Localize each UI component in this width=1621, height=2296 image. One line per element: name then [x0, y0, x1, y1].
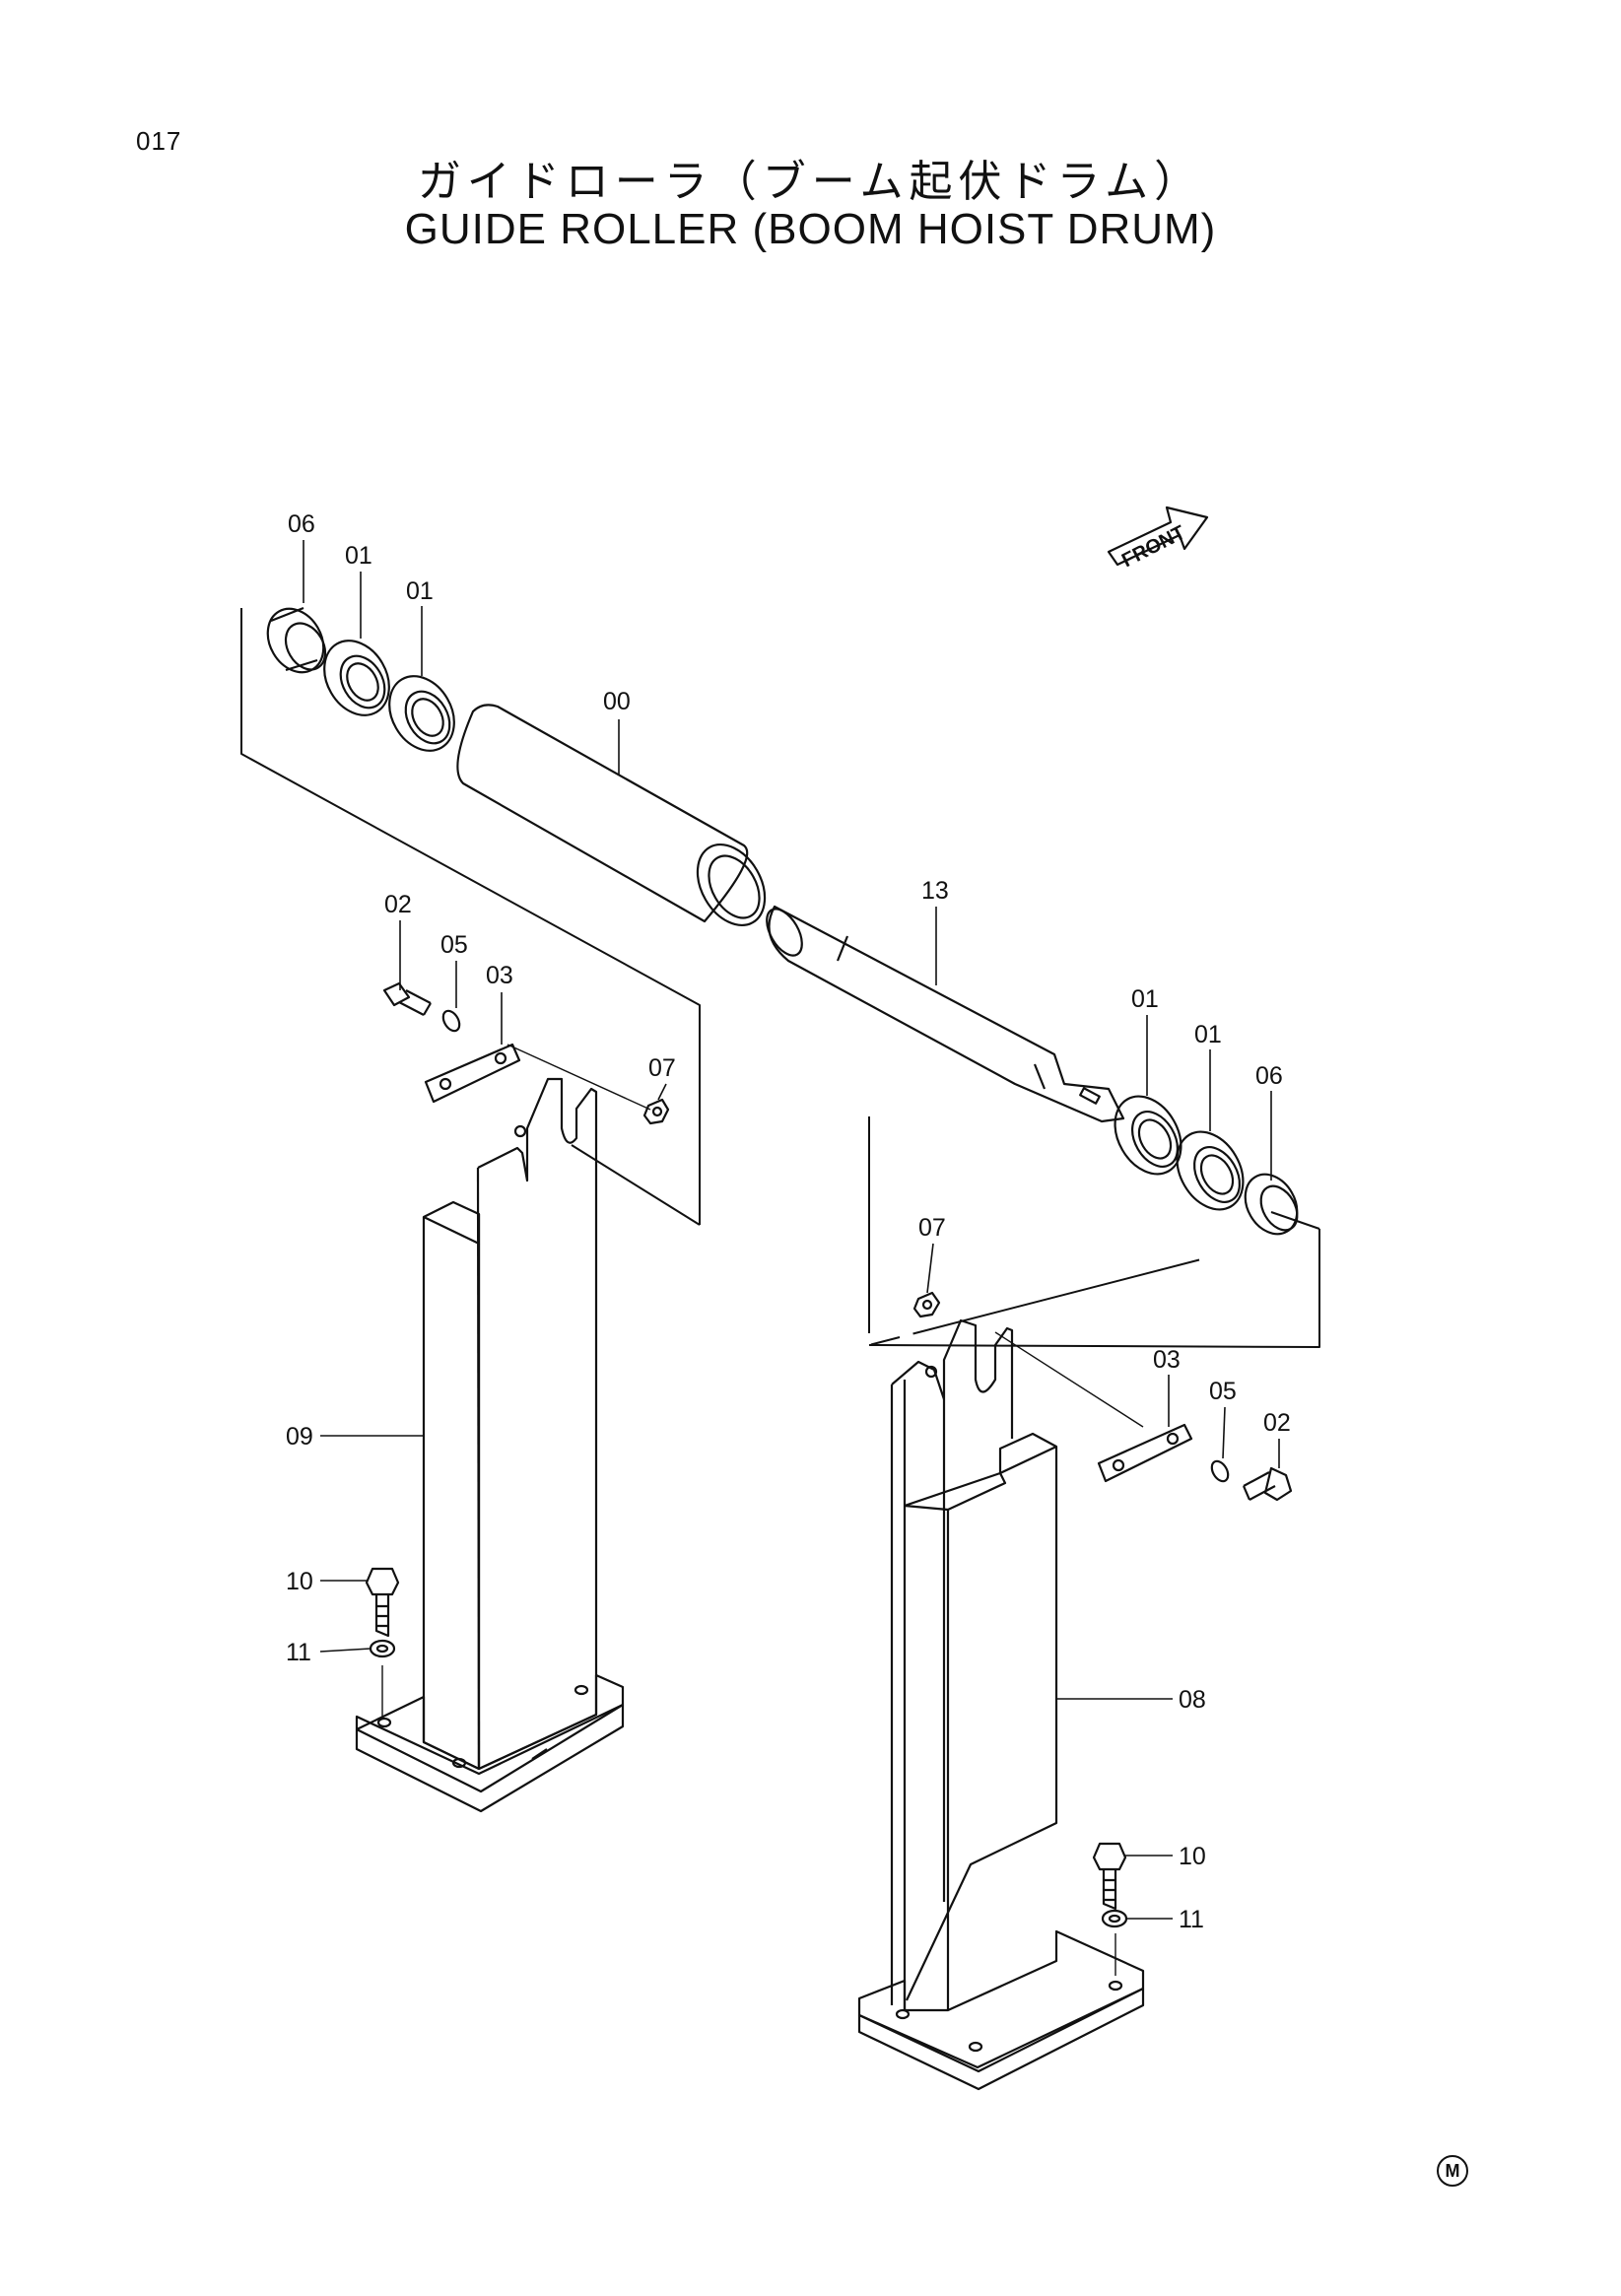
- callout-labels: 06 01 01 00 13 02 05 03 07 01 01 06 07 0…: [286, 510, 1291, 1933]
- callout-09: 09: [286, 1423, 313, 1451]
- shaft-13: [766, 905, 1125, 1123]
- callout-11-left: 11: [286, 1639, 311, 1666]
- plate-03-left: [424, 1043, 521, 1104]
- support-post-08: [857, 1318, 1145, 2091]
- callout-07-left: 07: [648, 1054, 676, 1082]
- bearing-01-lower-a: [1114, 1095, 1182, 1176]
- callout-10-left: 10: [286, 1568, 313, 1595]
- maker-mark-icon: M: [1437, 2155, 1468, 2187]
- callout-07-right: 07: [918, 1214, 946, 1242]
- spacer-06-right: [1244, 1173, 1299, 1236]
- support-post-09: [355, 1077, 625, 1813]
- bolt-10-right: [1092, 1842, 1127, 1911]
- callout-06-upper: 06: [288, 510, 315, 538]
- bearing-01-upper-b: [388, 675, 455, 752]
- bolt-02-left: [382, 981, 432, 1016]
- title-japanese: ガイドローラ（ブーム起伏ドラム）: [417, 157, 1204, 207]
- callout-01-lower-b: 01: [1194, 1021, 1222, 1048]
- title-english: GUIDE ROLLER (BOOM HOIST DRUM): [404, 205, 1217, 253]
- leader-bracket-left: [240, 608, 701, 1226]
- washer-05-right: [1210, 1459, 1230, 1483]
- callout-03-left: 03: [486, 962, 513, 989]
- front-arrow-icon: FRONT: [1107, 506, 1209, 572]
- bearing-01-upper-a: [323, 640, 390, 716]
- callout-00: 00: [603, 688, 631, 715]
- callout-10-right: 10: [1179, 1843, 1206, 1870]
- callout-08: 08: [1179, 1686, 1206, 1714]
- callout-01-upper-b: 01: [406, 577, 434, 605]
- bolt-10-left: [365, 1567, 400, 1638]
- washer-05-left: [441, 1009, 461, 1033]
- callout-03-right: 03: [1153, 1346, 1181, 1374]
- callout-06-lower: 06: [1255, 1062, 1283, 1090]
- leader-line-bolt-axis-right: [994, 1331, 1144, 1428]
- callout-13: 13: [921, 877, 949, 905]
- nut-07-left: [642, 1098, 670, 1125]
- washer-11-left: [369, 1639, 396, 1658]
- roller-tube-00: [456, 704, 767, 927]
- page-number: 017: [136, 126, 182, 156]
- callout-05-left: 05: [440, 931, 468, 959]
- bearing-01-lower-b: [1176, 1130, 1245, 1211]
- callout-11-right: 11: [1179, 1906, 1204, 1933]
- callout-01-lower-a: 01: [1131, 985, 1159, 1013]
- washer-11-right: [1101, 1909, 1128, 1928]
- plate-03-right: [1097, 1423, 1193, 1483]
- callout-05-right: 05: [1209, 1378, 1237, 1405]
- callout-02-left: 02: [384, 891, 412, 918]
- nut-07-right: [912, 1291, 941, 1318]
- callout-01-upper-a: 01: [345, 542, 372, 570]
- leader-line-bolt-axis-left: [507, 1044, 651, 1111]
- bolt-02-right: [1242, 1466, 1293, 1502]
- callout-02-right: 02: [1263, 1409, 1291, 1437]
- callout-leaders: [303, 540, 1280, 1920]
- spacer-06-left: [266, 606, 327, 674]
